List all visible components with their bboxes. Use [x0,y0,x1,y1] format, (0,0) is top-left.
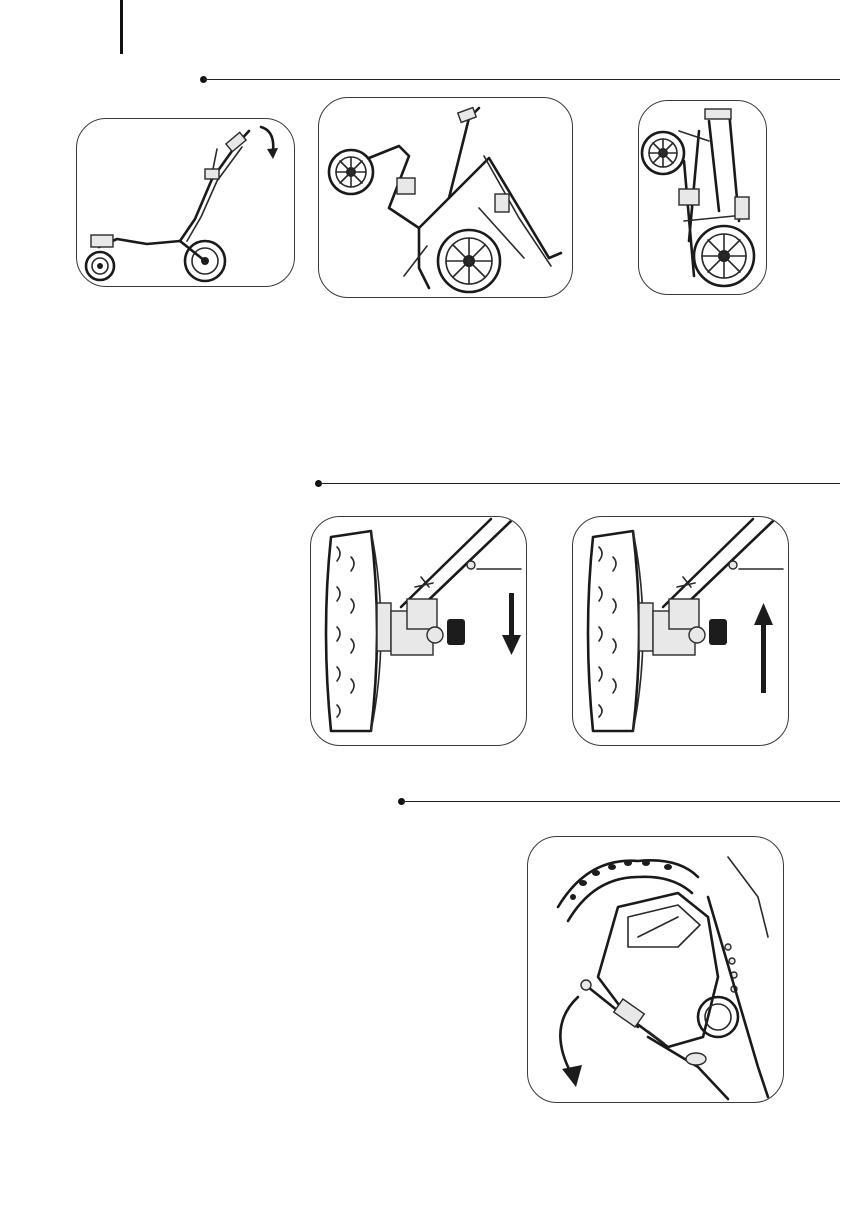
arrow-down-icon [502,593,521,655]
figure-wheel-lift-up [572,516,789,746]
figure-cart-folded [638,100,767,295]
figure-wheel-press-down [310,516,527,746]
page-margin-bar [120,0,123,54]
arrow-up-icon [754,603,773,693]
figure-cart-unfolded [76,118,295,287]
section-3-rule [401,801,840,802]
section-1-rule [203,79,840,80]
section-2-rule [318,483,840,484]
figure-frame-collapsing [318,97,573,298]
curved-arrow-icon [560,997,578,1075]
figure-handle-brake [527,836,784,1103]
